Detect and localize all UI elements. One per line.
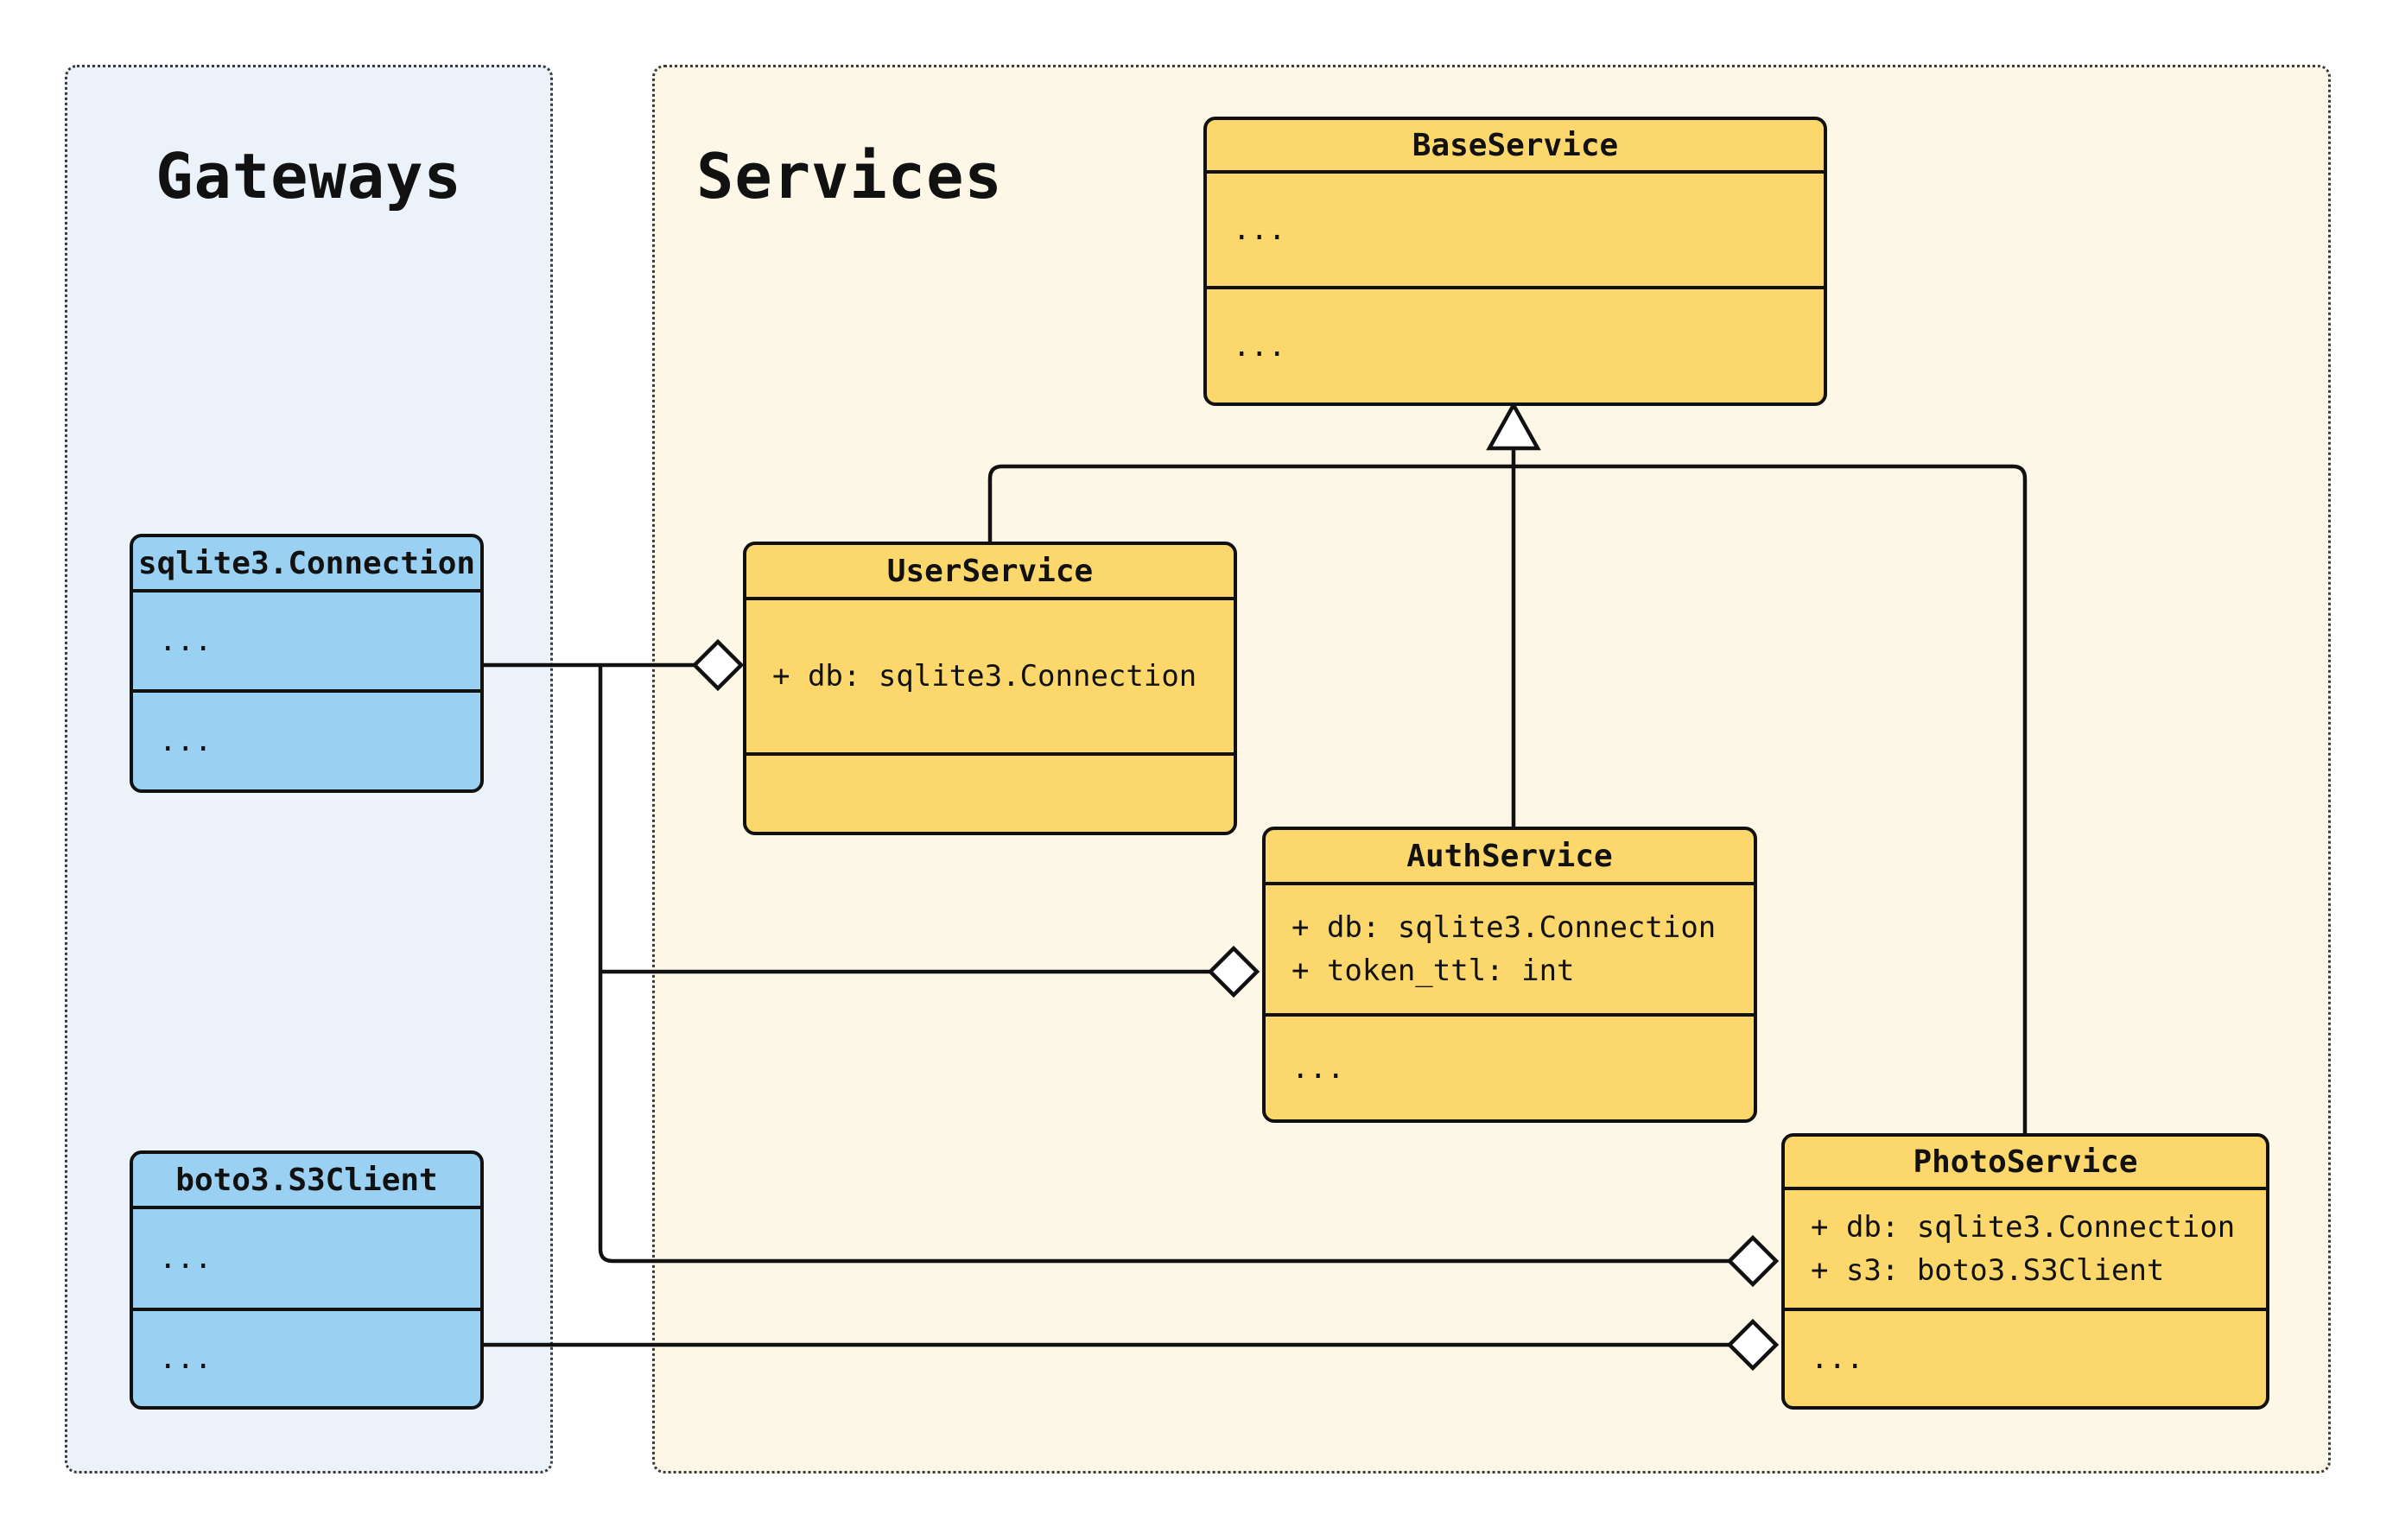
group-services-label: Services (696, 140, 1003, 212)
class-userservice: UserService + db: sqlite3.Connection (743, 542, 1237, 835)
class-baseservice: BaseService ... ... (1203, 117, 1827, 406)
class-boto3-s3client-title: boto3.S3Client (175, 1162, 438, 1198)
class-userservice-attributes: + db: sqlite3.Connection (746, 597, 1234, 752)
aggregation-line-sqlite-photoservice (598, 665, 1729, 1264)
class-boto3-s3client-methods: ... (133, 1308, 480, 1406)
attribute-row: ... (1233, 212, 1286, 247)
aggregation-diamond-authservice (1207, 945, 1260, 998)
class-userservice-methods (746, 752, 1234, 832)
class-userservice-title: UserService (886, 553, 1094, 589)
group-gateways-label: Gateways (155, 140, 462, 212)
class-photoservice-attributes: + db: sqlite3.Connection + s3: boto3.S3C… (1785, 1187, 2266, 1308)
class-photoservice-methods: ... (1785, 1308, 2266, 1406)
class-authservice: AuthService + db: sqlite3.Connection + t… (1262, 827, 1757, 1123)
class-sqlite3-connection: sqlite3.Connection ... ... (130, 534, 484, 793)
inheritance-triangle-icon (1486, 401, 1541, 451)
class-sqlite3-connection-methods: ... (133, 689, 480, 789)
attribute-row: + db: sqlite3.Connection (1811, 1210, 2236, 1245)
class-boto3-s3client: boto3.S3Client ... ... (130, 1150, 484, 1410)
aggregation-diamond-photoservice-db (1726, 1234, 1780, 1288)
method-row: ... (1233, 328, 1286, 364)
aggregation-diamond-photoservice-s3 (1726, 1318, 1780, 1372)
attribute-row: + token_ttl: int (1292, 954, 1575, 988)
class-photoservice: PhotoService + db: sqlite3.Connection + … (1781, 1133, 2269, 1410)
class-sqlite3-connection-attributes: ... (133, 589, 480, 689)
class-photoservice-title: PhotoService (1913, 1144, 2138, 1180)
class-authservice-attributes: + db: sqlite3.Connection + token_ttl: in… (1266, 882, 1754, 1013)
method-row: ... (1811, 1341, 1864, 1376)
class-baseservice-methods: ... (1207, 286, 1824, 402)
class-baseservice-attributes: ... (1207, 170, 1824, 286)
class-sqlite3-connection-title: sqlite3.Connection (137, 545, 476, 581)
method-row: ... (159, 1341, 213, 1376)
class-authservice-methods: ... (1266, 1013, 1754, 1119)
inheritance-rail-line (987, 464, 2028, 1133)
method-row: ... (1292, 1050, 1345, 1086)
attribute-row: + db: sqlite3.Connection (1292, 910, 1717, 945)
class-authservice-title: AuthService (1406, 838, 1613, 874)
attribute-row: ... (159, 624, 213, 658)
aggregation-diamond-userservice (691, 638, 745, 692)
attribute-row: + s3: boto3.S3Client (1811, 1253, 2165, 1288)
attribute-row: + db: sqlite3.Connection (772, 659, 1197, 694)
attribute-row: ... (159, 1241, 213, 1276)
method-row: ... (159, 724, 213, 758)
class-baseservice-title: BaseService (1412, 127, 1619, 163)
class-boto3-s3client-attributes: ... (133, 1206, 480, 1308)
